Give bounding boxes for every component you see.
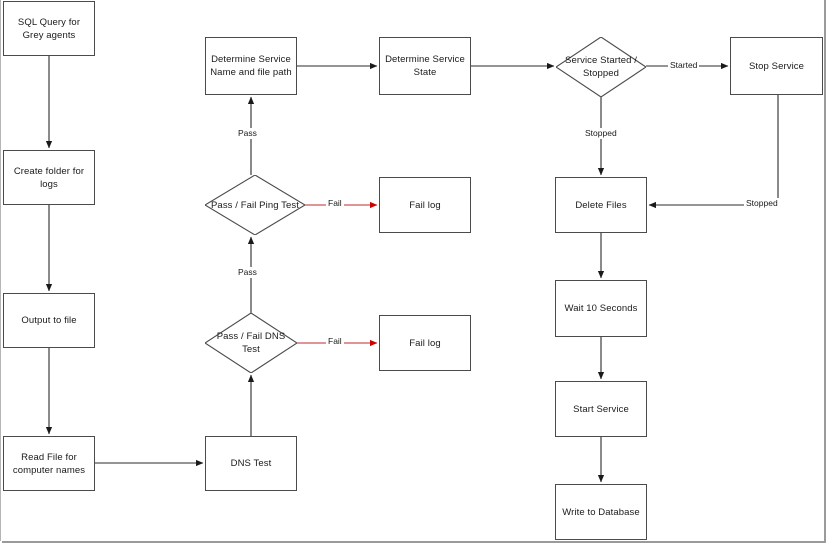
node-wait-10-seconds[interactable]: Wait 10 Seconds [555,280,647,337]
edge-label-pass-ping: Pass [236,128,259,139]
edge-stopservice-to-deletefiles [648,95,779,209]
node-label: Determine Service Name and file path [210,54,292,78]
node-output-to-file[interactable]: Output to file [3,293,95,348]
node-label: Create folder for logs [13,165,85,190]
node-write-to-database[interactable]: Write to Database [555,484,647,540]
node-label: DNS Test [230,458,272,469]
node-label: Output to file [21,315,77,326]
node-label: Delete Files [575,199,627,211]
node-label: Read File for computer names [12,451,86,476]
node-fail-log-ping[interactable]: Fail log [379,177,471,233]
node-label: Write to Database [562,506,640,518]
edge-label-started: Started [668,60,700,71]
edge-label-pass-dns: Pass [236,267,259,278]
node-determine-service-state[interactable]: Determine Service State [379,37,471,95]
node-label: Service Started / Stopped [565,55,637,79]
node-determine-service-name[interactable]: Determine Service Name and file path [205,37,297,95]
edge-label-fail-ping: Fail [326,198,344,209]
diamond-shape [205,175,305,235]
node-fail-log-dns[interactable]: Fail log [379,315,471,371]
diamond-shape [556,37,646,97]
diamond-shape [205,313,297,373]
node-stop-service[interactable]: Stop Service [730,37,823,95]
node-label: Pass / Fail DNS Test [216,331,286,355]
node-dns-test[interactable]: DNS Test [205,436,297,491]
node-delete-files[interactable]: Delete Files [555,177,647,233]
node-label: Pass / Fail Ping Test [211,199,299,211]
node-label: SQL Query for Grey agents [17,16,81,41]
node-create-folder[interactable]: Create folder for logs [3,150,95,205]
node-label: Stop Service [748,60,805,72]
node-dns-decision[interactable]: Pass / Fail DNS Test [205,313,297,373]
node-read-file[interactable]: Read File for computer names [3,436,95,491]
node-sql-query[interactable]: SQL Query for Grey agents [3,1,95,56]
node-start-service[interactable]: Start Service [555,381,647,437]
node-label: Wait 10 Seconds [564,303,638,314]
node-label: Fail log [409,337,441,349]
edge-label-stopped-down: Stopped [583,128,619,139]
node-service-started-stopped-decision[interactable]: Service Started / Stopped [556,37,646,97]
node-label: Start Service [573,403,629,415]
edge-label-fail-dns: Fail [326,336,344,347]
edge-label-stopped-back: Stopped [744,198,780,209]
node-label: Fail log [409,199,441,211]
node-ping-decision[interactable]: Pass / Fail Ping Test [205,175,305,235]
node-label: Determine Service State [385,54,465,78]
